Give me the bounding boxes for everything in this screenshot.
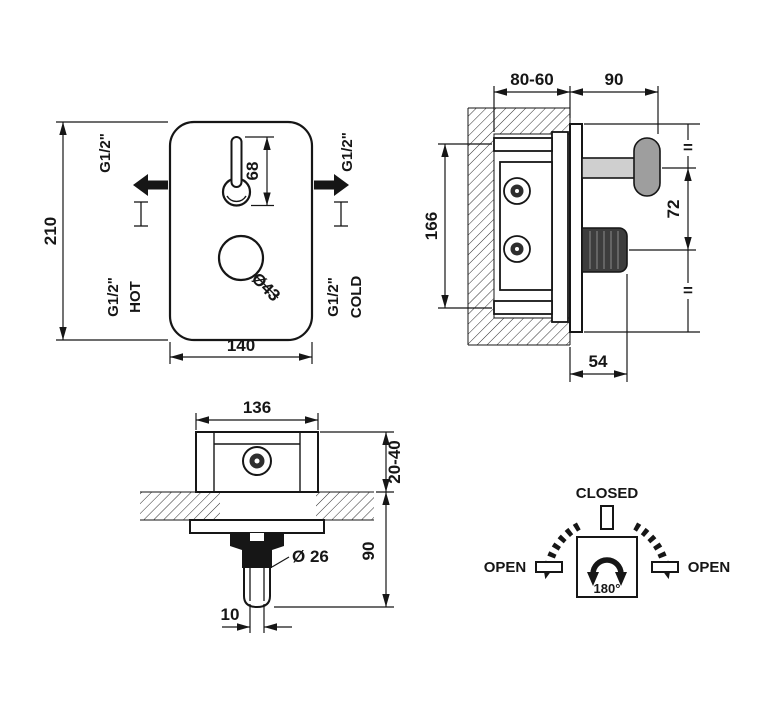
- cartridge-bottom-dot: [515, 247, 519, 251]
- g12-cold-label: G1/2": [325, 277, 342, 317]
- g12-top-left-label: G1/2": [97, 133, 114, 173]
- mounting-rail: [551, 131, 569, 323]
- g12-hot-label: G1/2": [105, 277, 122, 317]
- handle-symbol-box: [576, 536, 638, 598]
- wall-outline: [467, 107, 571, 346]
- dim-90-handle-label: 90: [605, 70, 624, 89]
- rough-in-body: [195, 431, 319, 493]
- open-position-tick-right: [651, 561, 679, 573]
- section-view-dimension-lines: [195, 413, 394, 633]
- dim-72-label: 72: [664, 200, 683, 219]
- handle-slot: [250, 533, 264, 541]
- side-view-labels: 80-60 90 166 72 = = 54: [422, 70, 693, 371]
- handle-hub-section: [230, 533, 284, 568]
- dim-10-label: 10: [221, 605, 240, 624]
- rotation-diagram: CLOSED OPEN OPEN 180°: [484, 485, 731, 598]
- equal-mark-top: =: [683, 138, 693, 157]
- dim-80-60-label: 80-60: [510, 70, 553, 89]
- dia-26-label: Ø 26: [292, 547, 329, 566]
- section-view: [140, 431, 374, 609]
- dim-136-label: 136: [243, 398, 271, 417]
- rotation-arc-right: [633, 522, 670, 567]
- in-wall-body: [493, 131, 569, 323]
- open-left-label: OPEN: [484, 559, 527, 576]
- dim-210-label: 210: [41, 217, 60, 245]
- rotation-arrow-tip-right-icon: [615, 572, 627, 586]
- cartridge-section-dot: [254, 458, 260, 464]
- knob-diameter-leader: [254, 274, 279, 299]
- open-right-label: OPEN: [688, 559, 731, 576]
- diverter-lever-stem: [230, 136, 243, 188]
- top-bracket: [493, 137, 553, 152]
- lever-paddle-side: [633, 137, 661, 197]
- dim-166-label: 166: [422, 212, 441, 240]
- section-view-labels: 136 20-40 90 Ø 26 10: [221, 398, 404, 624]
- stem-section: [243, 568, 271, 609]
- closed-label: CLOSED: [576, 485, 639, 502]
- lever-base-detail: [226, 195, 247, 203]
- cartridge-top-dot: [515, 189, 519, 193]
- dim-54-label: 54: [589, 352, 608, 371]
- wall-hatch-left: [140, 492, 220, 520]
- g12-top-right-label: G1/2": [339, 132, 356, 172]
- rotation-arrow-icon: [590, 557, 624, 575]
- angle-label: 180°: [594, 581, 621, 596]
- open-position-tick-left: [535, 561, 563, 573]
- cold-label: COLD: [348, 276, 365, 319]
- knob-knurling: [589, 231, 619, 269]
- dim-140-label: 140: [227, 336, 255, 355]
- left-connection-marks: [134, 201, 148, 227]
- hot-label: HOT: [127, 281, 144, 313]
- outlet-arrow-left-icon: [133, 174, 168, 196]
- wall-hatch-right: [316, 492, 374, 520]
- side-view: [467, 107, 661, 346]
- trim-plate-section: [189, 519, 325, 534]
- dim-20-40-label: 20-40: [385, 440, 404, 483]
- equal-mark-bottom: =: [683, 281, 693, 300]
- outlet-arrow-right-icon: [314, 174, 349, 196]
- side-view-dimension-lines: [438, 86, 700, 382]
- bottom-bracket: [493, 300, 553, 315]
- dim-90-depth-label: 90: [359, 542, 378, 561]
- front-view-dimension-lines: [56, 121, 313, 364]
- front-view: [133, 120, 349, 342]
- faceplate: [168, 120, 314, 342]
- closed-position-tick: [600, 505, 614, 530]
- rotation-arc-left: [544, 522, 581, 567]
- stem-inner-lines: [249, 568, 265, 601]
- lever-arm-side: [581, 157, 637, 179]
- rotation-arrow-tip-left-icon: [587, 572, 599, 586]
- trim-plate-side: [569, 123, 583, 333]
- right-connection-marks: [334, 201, 348, 227]
- temperature-knob: [217, 234, 265, 282]
- dim-68-label: 68: [243, 162, 262, 181]
